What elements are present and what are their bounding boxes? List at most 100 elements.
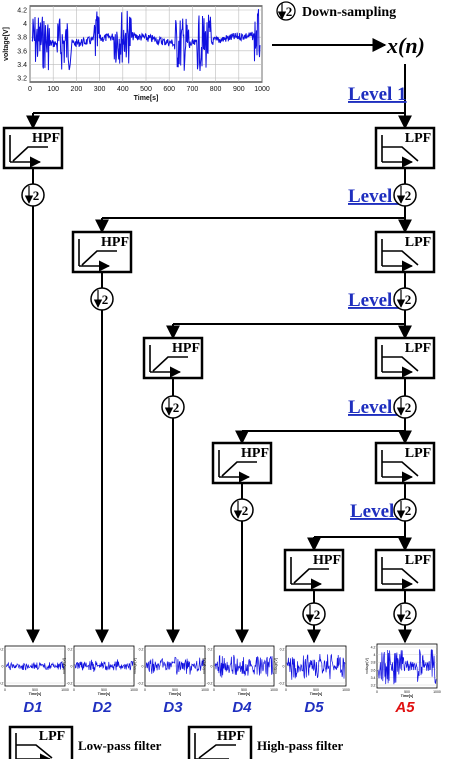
output-label-d1: D1 — [23, 699, 42, 716]
mini-ytick-label: 3.2 — [371, 684, 376, 688]
mini-ytick-label: 0 — [2, 665, 4, 669]
hpf-filter-label: HPF — [241, 446, 269, 461]
downsample-detail-5: 2 — [302, 602, 326, 626]
mini-ytick-label: 0 — [142, 665, 144, 669]
mini-xlabel: Time[s] — [401, 694, 413, 698]
downsample-approx-2: 2 — [393, 287, 417, 311]
mini-xtick-label: 500 — [172, 688, 178, 692]
downsampling-legend: 2 Down-sampling — [276, 1, 396, 21]
downsample-detail-1: 2 — [21, 183, 45, 207]
hpf-legend-box — [187, 725, 253, 759]
lpf-filter-block-1: LPF — [374, 126, 436, 168]
filter-legend: LPF Low-pass filter HPF High-pass filter — [8, 725, 344, 759]
lpf-filter-label: LPF — [405, 131, 431, 146]
svg-text:2: 2 — [314, 607, 321, 622]
mini-xtick-label: 1000 — [130, 688, 138, 692]
hpf-filter-block-1: HPF — [2, 126, 64, 168]
output-trace-d3 — [145, 656, 205, 675]
svg-text:2: 2 — [242, 503, 249, 518]
svg-text:2: 2 — [33, 188, 40, 203]
mini-xtick-label: 0 — [4, 688, 6, 692]
downsample-approx-1: 2 — [393, 183, 417, 207]
main-signal-trace — [31, 9, 261, 72]
svg-text:2: 2 — [405, 188, 412, 203]
main-xtick-label: 200 — [71, 86, 83, 93]
main-xtick-label: 800 — [210, 86, 222, 93]
svg-text:2: 2 — [173, 400, 180, 415]
mini-ytick-label: -0.2 — [137, 682, 143, 686]
main-xtick-label: 500 — [140, 86, 152, 93]
mini-ytick-label: 0.2 — [280, 648, 285, 652]
output-trace-d4 — [214, 654, 274, 678]
downsample-detail-2: 2 — [90, 287, 114, 311]
level-label-3: Level 3 — [348, 290, 407, 311]
downsample-approx-3: 2 — [393, 395, 417, 419]
main-xtick-label: 1000 — [254, 86, 270, 93]
main-xtick-label: 700 — [187, 86, 199, 93]
input-signal-label: x(n) — [386, 33, 425, 58]
downsample-approx-5: 2 — [393, 602, 417, 626]
downsamplers: 2 2 2 2 2 2 2 2 2 2 — [21, 183, 417, 626]
mini-ytick-label: 0.2 — [208, 648, 213, 652]
output-plots: 0.20-0.205001000Time[s]voltage[V]D10.20-… — [0, 643, 441, 716]
lpf-legend-label: Low-pass filter — [78, 738, 162, 753]
mini-xlabel: Time[s] — [29, 692, 41, 696]
downsample-symbol-factor: 2 — [286, 4, 293, 19]
mini-xtick-label: 0 — [376, 690, 378, 694]
output-label-d5: D5 — [304, 699, 324, 716]
mini-ytick-label: 3.4 — [371, 676, 376, 680]
level-label-4: Level 4 — [348, 397, 407, 418]
main-xtick-label: 600 — [163, 86, 175, 93]
lpf-legend-box-label: LPF — [39, 729, 65, 744]
output-label-d3: D3 — [163, 699, 183, 716]
hpf-legend-label: High-pass filter — [257, 738, 344, 753]
mini-xtick-label: 500 — [313, 688, 319, 692]
mini-ytick-label: 0.2 — [0, 648, 4, 652]
mini-ylabel: voltage[V] — [202, 658, 206, 674]
hpf-filter-label: HPF — [101, 235, 129, 250]
svg-text:2: 2 — [102, 292, 109, 307]
main-xtick-label: 0 — [28, 86, 32, 93]
mini-xtick-label: 0 — [285, 688, 287, 692]
main-ytick-label: 3.2 — [17, 76, 27, 83]
downsample-approx-4: 2 — [393, 498, 417, 522]
output-trace-d2 — [74, 659, 134, 672]
mini-ytick-label: 3.8 — [371, 661, 376, 665]
mini-ytick-label: -0.2 — [66, 682, 72, 686]
mini-ytick-label: 0 — [71, 665, 73, 669]
level-label-2: Level 2 — [348, 186, 407, 207]
svg-text:2: 2 — [405, 292, 412, 307]
mini-ylabel: voltage[V] — [274, 658, 278, 674]
main-xtick-label: 400 — [117, 86, 129, 93]
mini-xlabel: Time[s] — [98, 692, 110, 696]
mini-xtick-label: 500 — [101, 688, 107, 692]
downsample-legend-label: Down-sampling — [302, 5, 396, 20]
mini-ylabel: voltage[V] — [62, 658, 66, 674]
output-label-a5: A5 — [394, 699, 415, 716]
mini-xtick-label: 0 — [73, 688, 75, 692]
mini-ytick-label: 0.2 — [139, 648, 144, 652]
lpf-filter-label: LPF — [405, 235, 431, 250]
mini-ytick-label: -0.2 — [206, 682, 212, 686]
level-label-1: Level 1 — [348, 84, 407, 105]
output-trace-d5 — [286, 653, 346, 680]
mini-ytick-label: -0.2 — [0, 682, 4, 686]
main-plot-ylabel: voltage[V] — [3, 27, 10, 61]
mini-ytick-label: 4.2 — [371, 646, 376, 650]
mini-xtick-label: 1000 — [342, 688, 350, 692]
lpf-filter-block-5: LPF — [374, 548, 436, 590]
lpf-filter-label: LPF — [405, 553, 431, 568]
mini-ytick-label: -0.2 — [278, 682, 284, 686]
hpf-filter-label: HPF — [32, 131, 60, 146]
lpf-filter-label: LPF — [405, 446, 431, 461]
main-xtick-label: 900 — [233, 86, 245, 93]
mini-xtick-label: 1000 — [201, 688, 209, 692]
main-xtick-label: 300 — [94, 86, 106, 93]
